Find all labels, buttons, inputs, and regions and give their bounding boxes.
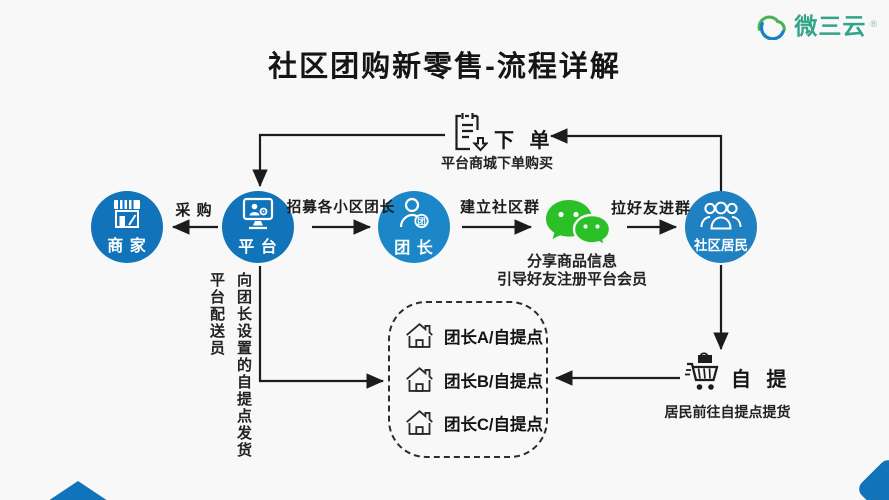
node-merchant: 商 家 bbox=[91, 191, 163, 263]
people-group-icon bbox=[700, 201, 742, 230]
node-platform: 平 台 bbox=[222, 191, 294, 263]
pickup-point-row-b: 团长B/自提点 bbox=[404, 365, 546, 395]
bottom-right-diamond-decoration bbox=[855, 456, 889, 500]
monitor-user-icon bbox=[242, 197, 274, 230]
node-merchant-label: 商 家 bbox=[107, 238, 147, 255]
delivery-note-line1: 向团长设置的自提点发货 bbox=[235, 272, 252, 459]
wechat-caption-1: 分享商品信息 bbox=[526, 253, 617, 270]
pickup-label: 自 提 bbox=[731, 369, 792, 391]
pickup-caption: 居民前往自提点提货 bbox=[664, 404, 791, 420]
brand-logo: 微三云 ® bbox=[750, 7, 877, 41]
cloud-logo-icon bbox=[757, 15, 787, 40]
edge-label-build-group: 建立社区群 bbox=[459, 199, 540, 216]
house-icon bbox=[406, 366, 433, 392]
node-residents: 社区居民 bbox=[685, 191, 757, 263]
node-residents-label: 社区居民 bbox=[694, 238, 748, 253]
bottom-left-triangle-decoration bbox=[49, 481, 107, 500]
pickup-point-label-b: 团长B/自提点 bbox=[444, 372, 543, 391]
delivery-note: 向团长设置的自提点发货 平台配送员 bbox=[200, 272, 254, 467]
order-group bbox=[450, 111, 488, 157]
edge-label-purchase: 采 购 bbox=[175, 202, 213, 219]
pickup-point-row-a: 团长A/自提点 bbox=[404, 321, 546, 351]
leader-badge-char: 团 bbox=[417, 216, 426, 226]
order-label: 下 单 bbox=[494, 130, 555, 152]
pickup-point-label-a: 团长A/自提点 bbox=[444, 328, 543, 347]
registered-mark: ® bbox=[870, 19, 877, 29]
page-title: 社区团购新零售-流程详解 bbox=[268, 51, 621, 84]
house-icon bbox=[406, 410, 433, 436]
order-list-icon bbox=[455, 113, 488, 152]
arrow-platform-to-pickupbox bbox=[258, 266, 385, 389]
wechat-caption-2: 引导好友注册平台会员 bbox=[496, 271, 647, 288]
pickup-points-box: 团长A/自提点 团长B/自提点 团长C/自提点 bbox=[388, 301, 548, 458]
edge-label-invite: 拉好友进群 bbox=[610, 200, 691, 217]
house-icon bbox=[406, 322, 433, 348]
cart-icon bbox=[685, 352, 719, 390]
edge-label-recruit: 招募各小区团长 bbox=[286, 200, 396, 216]
pickup-group bbox=[683, 352, 723, 394]
delivery-note-line2: 平台配送员 bbox=[208, 272, 225, 357]
wechat-node bbox=[542, 198, 612, 254]
wechat-icon bbox=[546, 200, 612, 248]
node-platform-label: 平 台 bbox=[238, 239, 278, 256]
user-badge-icon: 团 bbox=[399, 197, 429, 229]
pickup-point-row-c: 团长C/自提点 bbox=[404, 408, 546, 438]
pickup-point-label-c: 团长C/自提点 bbox=[444, 416, 543, 435]
node-leader: 团 团 长 bbox=[378, 191, 450, 263]
brand-name: 微三云 bbox=[794, 13, 867, 39]
node-leader-label: 团 长 bbox=[394, 240, 434, 257]
storefront-icon bbox=[114, 200, 140, 228]
order-caption: 平台商城下单购买 bbox=[441, 155, 553, 171]
